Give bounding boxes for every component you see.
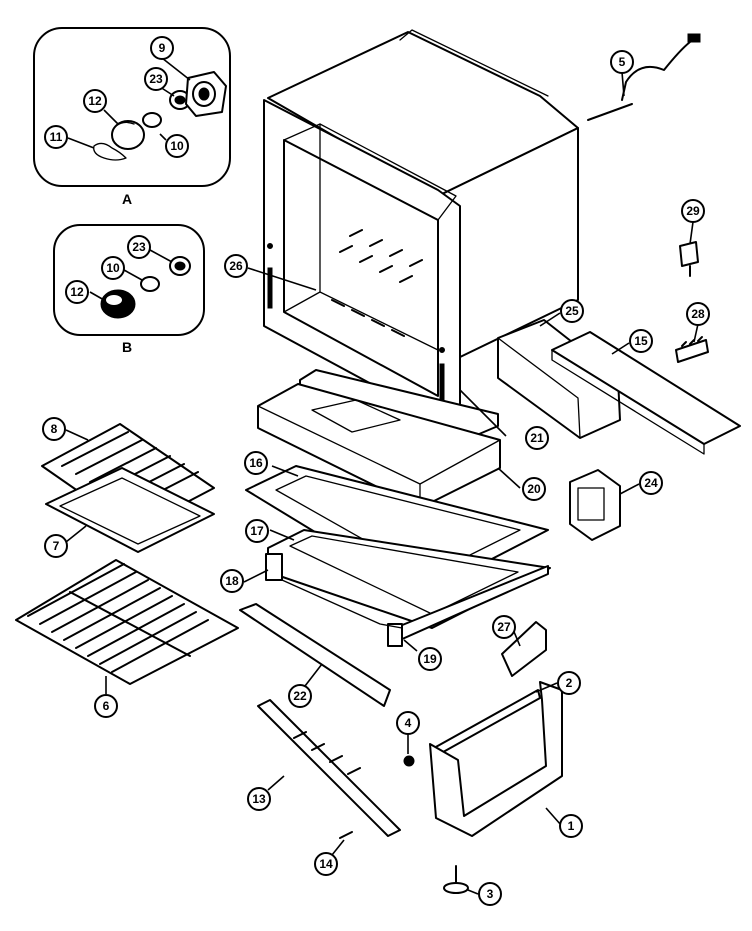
svg-text:9: 9 <box>159 41 166 55</box>
callout-2: 2 <box>557 671 581 695</box>
callout-17: 17 <box>245 519 269 543</box>
svg-text:26: 26 <box>229 259 243 273</box>
junction-box <box>569 469 621 541</box>
svg-text:29: 29 <box>686 204 700 218</box>
svg-text:25: 25 <box>565 304 579 318</box>
callouts: 9 23 12 10 11 23 10 12 5 29 26 25 28 15 … <box>42 36 710 906</box>
svg-text:10: 10 <box>106 261 120 275</box>
base-frame <box>429 681 563 837</box>
inset-a-caption: A <box>122 191 132 207</box>
rear-channel <box>551 331 741 455</box>
callout-14: 14 <box>314 852 338 876</box>
callout-19: 19 <box>418 647 442 671</box>
callout-27: 27 <box>492 615 516 639</box>
leader-lines <box>65 71 699 895</box>
svg-text:1: 1 <box>568 819 575 833</box>
svg-text:21: 21 <box>530 431 544 445</box>
oven-cavity <box>263 29 579 421</box>
inset-a: A <box>33 27 231 207</box>
svg-text:8: 8 <box>51 422 58 436</box>
svg-text:28: 28 <box>691 307 705 321</box>
svg-text:5: 5 <box>619 55 626 69</box>
broiler-drawer-assembly <box>245 369 551 647</box>
callout-23-b: 23 <box>127 235 151 259</box>
callout-10-a: 10 <box>165 134 189 158</box>
callout-28: 28 <box>686 302 710 326</box>
callout-18: 18 <box>220 569 244 593</box>
callout-22: 22 <box>288 684 312 708</box>
callout-13: 13 <box>247 787 271 811</box>
leveling-leg <box>443 865 469 894</box>
callout-23-a: 23 <box>144 67 168 91</box>
svg-text:19: 19 <box>423 652 437 666</box>
svg-text:2: 2 <box>566 676 573 690</box>
callout-6: 6 <box>94 694 118 718</box>
svg-text:14: 14 <box>319 857 333 871</box>
side-panel <box>497 319 621 439</box>
hinge-bracket <box>501 621 547 677</box>
svg-text:15: 15 <box>634 334 648 348</box>
svg-text:17: 17 <box>250 524 264 538</box>
callout-26: 26 <box>224 254 248 278</box>
callout-10-b: 10 <box>101 256 125 280</box>
drawer-rail <box>239 603 391 707</box>
svg-text:13: 13 <box>252 792 266 806</box>
callout-29: 29 <box>681 199 705 223</box>
svg-text:27: 27 <box>497 620 511 634</box>
callout-3: 3 <box>478 882 502 906</box>
broiler-pan <box>41 423 215 553</box>
svg-text:3: 3 <box>487 887 494 901</box>
svg-text:12: 12 <box>88 94 102 108</box>
callout-16: 16 <box>244 451 268 475</box>
terminal-strip <box>675 336 709 363</box>
toe-plate <box>257 699 401 837</box>
svg-text:22: 22 <box>293 689 307 703</box>
callout-15: 15 <box>629 329 653 353</box>
callout-1: 1 <box>559 814 583 838</box>
callout-5: 5 <box>610 50 634 74</box>
callout-21: 21 <box>525 426 549 450</box>
inset-b-caption: B <box>122 339 132 355</box>
callout-20: 20 <box>522 477 546 501</box>
terminal-block <box>679 241 699 277</box>
callout-11: 11 <box>44 125 68 149</box>
svg-text:7: 7 <box>53 539 60 553</box>
screw <box>403 755 415 767</box>
power-cord <box>587 33 701 121</box>
oven-rack <box>15 559 239 685</box>
callout-24: 24 <box>639 471 663 495</box>
svg-text:20: 20 <box>527 482 541 496</box>
callout-4: 4 <box>396 711 420 735</box>
svg-text:16: 16 <box>249 456 263 470</box>
callout-25: 25 <box>560 299 584 323</box>
callout-9: 9 <box>150 36 174 60</box>
callout-7: 7 <box>44 534 68 558</box>
svg-text:6: 6 <box>103 699 110 713</box>
svg-text:23: 23 <box>149 72 163 86</box>
callout-12-a: 12 <box>83 89 107 113</box>
svg-text:10: 10 <box>170 139 184 153</box>
svg-text:11: 11 <box>50 130 63 144</box>
callout-8: 8 <box>42 417 66 441</box>
callout-12-b: 12 <box>65 280 89 304</box>
svg-text:4: 4 <box>405 716 412 730</box>
support-rod <box>433 689 541 757</box>
svg-text:12: 12 <box>70 285 84 299</box>
svg-text:18: 18 <box>225 574 239 588</box>
inset-b: B <box>53 224 205 355</box>
screw-small <box>339 831 353 839</box>
svg-text:23: 23 <box>132 240 146 254</box>
svg-text:24: 24 <box>644 476 658 490</box>
